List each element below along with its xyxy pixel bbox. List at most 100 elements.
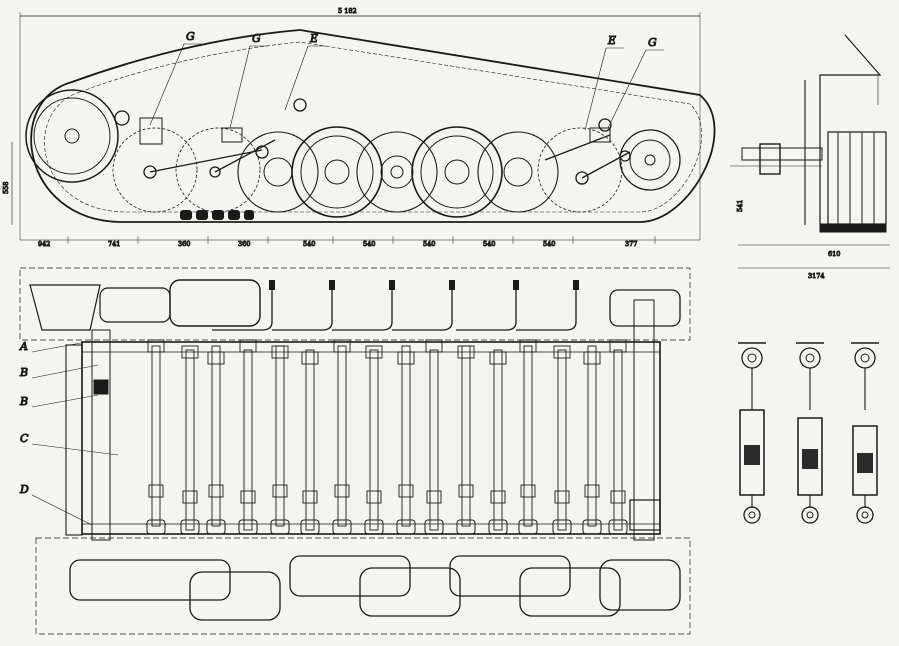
torsion-bar-12	[523, 345, 533, 527]
torsion-bar-clamp-2	[208, 484, 224, 498]
suspension-hook-cap-0	[269, 280, 275, 290]
torsion-bar-4	[275, 345, 285, 527]
torsion-bar-foot-5	[300, 519, 320, 535]
track-width-label: 610	[828, 250, 840, 258]
track-links	[180, 210, 254, 220]
torsion-bar-9	[429, 349, 439, 531]
left-spindle	[91, 329, 111, 541]
spacing-dim-9: 377	[625, 240, 637, 248]
torsion-bar-clamp-3	[240, 490, 256, 504]
callout-G-4: G	[648, 36, 657, 49]
suspension-hook-cap-2	[389, 280, 395, 290]
side-height-label: 558	[2, 182, 10, 194]
torsion-bar-anchor-6	[333, 339, 351, 353]
part-label-leader-3	[31, 443, 119, 456]
torsion-bar-anchor-9	[425, 339, 443, 353]
part-label-B-2: B	[19, 395, 28, 408]
torsion-bar-anchor-14	[583, 351, 601, 365]
drive-sprocket	[25, 89, 119, 183]
torsion-bar-3	[243, 349, 253, 531]
torsion-bar-foot-15	[608, 519, 628, 535]
torsion-bars	[146, 280, 628, 535]
torsion-bar-anchor-1	[181, 345, 199, 359]
torsion-bar-anchor-13	[553, 345, 571, 359]
suspension-arms	[143, 134, 631, 185]
torsion-bar-anchor-12	[519, 339, 537, 353]
torsion-bar-anchor-0	[147, 339, 165, 353]
part-label-D-4: D	[19, 483, 29, 496]
torsion-bar-1	[185, 349, 195, 531]
track-outline	[30, 29, 716, 223]
upper-idler	[29, 284, 101, 331]
torsion-bar-anchor-3	[239, 339, 257, 353]
upper-road-wheel	[169, 279, 261, 327]
callout-leader-2	[284, 45, 309, 111]
torsion-bar-8	[401, 345, 411, 527]
torsion-bar-anchor-7	[365, 345, 383, 359]
part-label-A-0: A	[19, 340, 28, 353]
torsion-bar-anchor-8	[397, 351, 415, 365]
front-view: 541 610 3174	[730, 34, 890, 281]
callout-E-2: E	[309, 32, 318, 45]
shock-detail-0	[738, 342, 766, 524]
torsion-bar-0	[151, 345, 161, 527]
torsion-bar-clamp-6	[334, 484, 350, 498]
upper-right-wheel	[609, 289, 681, 327]
torsion-bar-clamp-11	[490, 490, 506, 504]
torsion-bar-clamp-8	[398, 484, 414, 498]
overall-length-label: 5 182	[338, 7, 357, 15]
torsion-bar-anchor-10	[457, 345, 475, 359]
lower-track-band	[35, 537, 691, 635]
right-spindle	[633, 299, 655, 541]
torsion-bar-clamp-13	[554, 490, 570, 504]
torsion-bar-foot-11	[488, 519, 508, 535]
spacing-dim-0: 942	[38, 240, 50, 248]
shock-detail-1	[796, 342, 824, 524]
suspension-hook-cap-3	[449, 280, 455, 290]
torsion-bar-anchor-4	[271, 345, 289, 359]
road-wheels	[237, 126, 559, 218]
suspension-hook-cap-1	[329, 280, 335, 290]
torsion-bar-13	[557, 349, 567, 531]
torsion-bar-clamp-14	[584, 484, 600, 498]
torsion-bar-foot-12	[518, 519, 538, 535]
callout-leader-3	[584, 47, 607, 131]
hull-side-outline	[819, 34, 882, 225]
spacing-dim-7: 540	[483, 240, 495, 248]
front-height-label: 541	[736, 200, 744, 212]
part-label-C-3: C	[20, 432, 29, 445]
side-view: 5 182 558	[2, 7, 716, 249]
callout-leader-0	[149, 43, 185, 126]
part-label-leader-1	[31, 364, 99, 379]
torsion-bar-clamp-12	[520, 484, 536, 498]
spacing-dim-5: 540	[363, 240, 375, 248]
callout-leader-4	[607, 49, 647, 129]
torsion-bar-6	[337, 345, 347, 527]
torsion-bar-foot-1	[180, 519, 200, 535]
spacing-dim-8: 540	[543, 240, 555, 248]
part-label-B-1: B	[19, 366, 28, 379]
suspension-hook-2	[332, 282, 393, 331]
suspension-hook-cap-4	[513, 280, 519, 290]
torsion-bar-10	[461, 345, 471, 527]
torsion-bar-anchor-15	[609, 339, 627, 353]
callout-E-3: E	[607, 34, 616, 47]
torsion-bar-anchor-5	[301, 351, 319, 365]
torsion-bar-foot-7	[364, 519, 384, 535]
torsion-bar-15	[613, 349, 623, 531]
torsion-bar-14	[587, 345, 597, 527]
suspension-hook-3	[392, 282, 453, 331]
torsion-bar-foot-14	[582, 519, 602, 535]
torsion-bar-clamp-5	[302, 490, 318, 504]
torsion-bar-foot-6	[332, 519, 352, 535]
spacing-dim-2: 360	[178, 240, 190, 248]
torsion-bar-foot-10	[456, 519, 476, 535]
callout-leader-1	[229, 45, 251, 129]
part-label-leader-0	[31, 341, 87, 353]
spacing-dim-1: 741	[108, 240, 120, 248]
idler-wheel	[619, 129, 681, 191]
left-hull-wall	[65, 344, 83, 536]
